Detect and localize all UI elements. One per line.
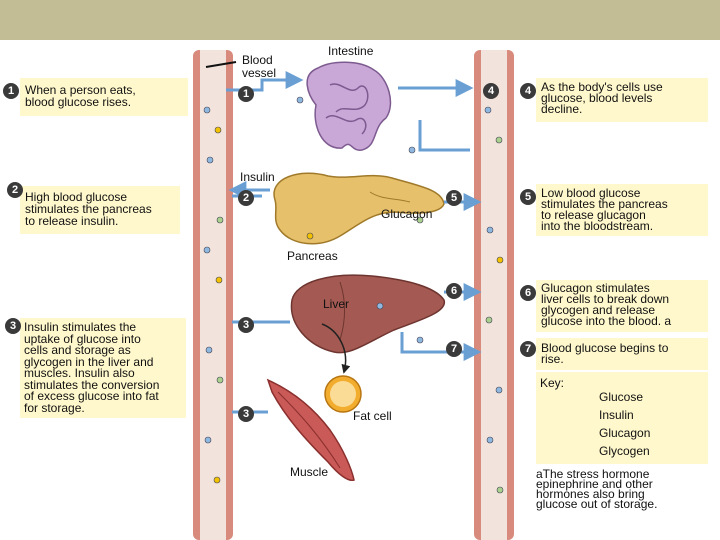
step-5-number: 5 (520, 189, 536, 205)
footnote: aThe stress hormone epinephrine and othe… (536, 467, 658, 511)
step-4-box (536, 78, 708, 122)
step-7-number: 7 (520, 341, 536, 357)
key-glycogen: Glycogen (599, 444, 650, 458)
step-2-text: High blood glucose stimulates the pancre… (25, 190, 152, 228)
step-3-box (20, 318, 186, 418)
fat-cell-label: Fat cell (353, 409, 392, 423)
key-box (536, 372, 708, 464)
step-3-text: Insulin stimulates the uptake of glucose… (24, 320, 160, 415)
step-5-text: Low blood glucose stimulates the pancrea… (541, 186, 668, 233)
step-1-box (20, 78, 188, 116)
key-title: Key: (540, 376, 565, 390)
marker-2: 2 (238, 190, 254, 206)
key-glucose: Glucose (599, 390, 644, 404)
liver-label: Liver (323, 297, 350, 311)
step-2-number: 2 (7, 182, 23, 198)
key-insulin: Insulin (599, 408, 634, 422)
marker-3-liver: 3 (238, 317, 254, 333)
step-5-box (536, 184, 708, 236)
fat-cell-illustration (324, 375, 362, 413)
marker-7: 7 (446, 341, 462, 357)
step-4-number: 4 (520, 83, 536, 99)
key-glucagon: Glucagon (599, 426, 651, 440)
blood-vessel-label: Blood vessel (242, 53, 277, 80)
step-1-text: When a person eats, blood glucose rises. (25, 83, 136, 109)
marker-5: 5 (446, 190, 462, 206)
pancreas-illustration (273, 172, 445, 245)
step-6-box (536, 280, 708, 332)
intestine-illustration (306, 61, 392, 151)
vessel-pointer-line (205, 61, 237, 68)
left-blood-vessel (193, 50, 233, 540)
step-7-box (536, 338, 708, 370)
marker-6: 6 (446, 283, 462, 299)
step-7-text: Blood glucose begins to rise. (541, 341, 669, 366)
blood-particles (203, 96, 504, 494)
step-3-number: 3 (5, 318, 21, 334)
step-4-text: As the body's cells use glucose, blood l… (541, 80, 663, 116)
marker-4: 4 (483, 83, 499, 99)
right-blood-vessel (474, 50, 514, 540)
glucagon-label: Glucagon (381, 207, 433, 221)
intestine-label: Intestine (328, 44, 374, 58)
marker-3-muscle: 3 (238, 406, 254, 422)
step-6-text: Glucagon stimulates liver cells to break… (541, 281, 672, 328)
muscle-illustration (266, 378, 355, 482)
step-1-number: 1 (3, 83, 19, 99)
liver-illustration (290, 274, 445, 354)
liver-to-fat-arrow (321, 323, 351, 374)
step-6-number: 6 (520, 285, 536, 301)
step-2-box (20, 186, 180, 234)
marker-1: 1 (238, 86, 254, 102)
muscle-label: Muscle (290, 465, 329, 479)
insulin-label: Insulin (240, 170, 275, 184)
pancreas-label: Pancreas (287, 249, 338, 263)
